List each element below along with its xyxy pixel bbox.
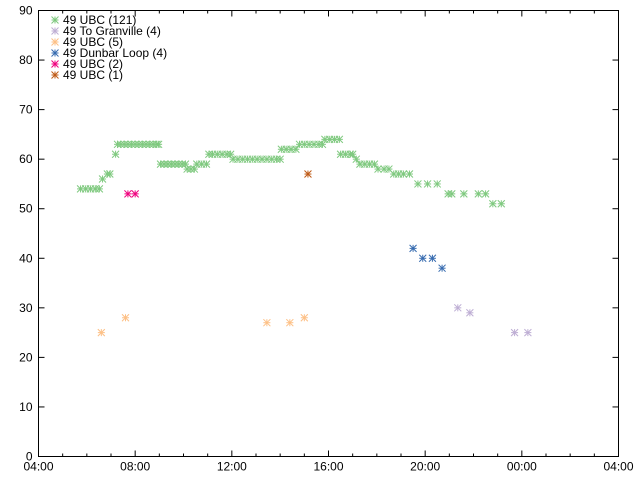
- y-tick-label: 70: [19, 103, 33, 117]
- y-tick-label: 30: [19, 301, 33, 315]
- data-point: [276, 155, 285, 164]
- data-point: [433, 180, 442, 188]
- x-tick-label: 12:00: [217, 460, 247, 474]
- legend-marker-icon: [51, 16, 59, 24]
- y-tick-label: 90: [19, 4, 33, 18]
- legend-label: 49 UBC (121): [63, 13, 136, 27]
- data-point: [459, 190, 468, 198]
- data-point: [438, 264, 446, 273]
- data-point: [370, 160, 379, 168]
- data-point: [488, 199, 497, 208]
- data-point: [131, 190, 140, 198]
- data-point: [156, 160, 165, 168]
- data-point: [163, 160, 172, 168]
- axis-ticks: [38, 10, 619, 457]
- data-point: [121, 313, 130, 322]
- y-tick-label: 10: [19, 400, 33, 414]
- data-point: [352, 155, 361, 164]
- data-point: [174, 160, 183, 168]
- data-point: [167, 160, 176, 168]
- data-point: [263, 318, 271, 327]
- data-point: [474, 190, 483, 198]
- data-point: [292, 145, 300, 154]
- data-point: [105, 170, 114, 178]
- data-point: [497, 199, 506, 208]
- data-point: [202, 160, 211, 168]
- data-point: [418, 254, 427, 263]
- y-tick-label: 40: [19, 251, 33, 265]
- legend-label: 49 UBC (5): [63, 35, 123, 49]
- data-point: [428, 254, 437, 263]
- data-point: [423, 180, 432, 188]
- data-point: [405, 170, 414, 178]
- x-tick-label: 08:00: [120, 460, 150, 474]
- data-point: [409, 244, 417, 253]
- data-point: [414, 180, 422, 188]
- y-axis-labels: 0 10 20 30 40 50 60 70 80 90: [19, 4, 33, 464]
- legend-marker-icon: [51, 49, 59, 57]
- x-tick-label: 04:00: [603, 460, 633, 474]
- data-point: [304, 170, 312, 178]
- legend-marker-icon: [51, 60, 59, 68]
- data-point: [510, 328, 519, 337]
- legend-label: 49 To Granville (4): [63, 24, 161, 38]
- y-tick-label: 0: [26, 450, 33, 464]
- data-point: [453, 303, 462, 312]
- x-tick-label: 16:00: [313, 460, 343, 474]
- legend: 49 UBC (121)49 To Granville (4)49 UBC (5…: [51, 13, 167, 82]
- data-point: [131, 140, 140, 149]
- data-points: [76, 135, 532, 337]
- legend-marker-icon: [51, 27, 59, 35]
- legend-marker-icon: [51, 38, 59, 46]
- legend-label: 49 Dunbar Loop (4): [63, 46, 167, 60]
- data-point: [466, 308, 474, 317]
- data-point: [348, 150, 357, 159]
- x-axis-labels: 04:00 08:00 12:00 16:00 20:00 00:00 04:00: [23, 460, 633, 474]
- y-tick-label: 60: [19, 152, 33, 166]
- data-point: [335, 135, 344, 144]
- data-point: [524, 328, 532, 337]
- data-point: [124, 190, 132, 198]
- y-tick-label: 50: [19, 202, 33, 216]
- data-point: [285, 318, 294, 327]
- data-point: [272, 155, 281, 164]
- data-point: [116, 140, 125, 149]
- data-point: [111, 150, 120, 159]
- data-point: [226, 150, 235, 159]
- x-tick-label: 20:00: [410, 460, 440, 474]
- data-point: [399, 170, 408, 178]
- plot-frame: [38, 10, 619, 457]
- data-point: [154, 140, 163, 149]
- x-tick-label: 04:00: [23, 460, 53, 474]
- data-point: [95, 185, 104, 193]
- legend-marker-icon: [51, 71, 59, 79]
- data-point: [481, 190, 490, 198]
- data-point: [374, 165, 382, 173]
- data-point: [134, 140, 143, 149]
- legend-label: 49 UBC (2): [63, 57, 123, 71]
- legend-label: 49 UBC (1): [63, 68, 123, 82]
- data-point: [97, 328, 106, 337]
- data-point: [138, 140, 147, 149]
- data-point: [447, 190, 456, 198]
- y-tick-label: 20: [19, 350, 33, 364]
- x-tick-label: 00:00: [507, 460, 537, 474]
- data-point: [300, 313, 309, 322]
- y-tick-label: 80: [19, 53, 33, 67]
